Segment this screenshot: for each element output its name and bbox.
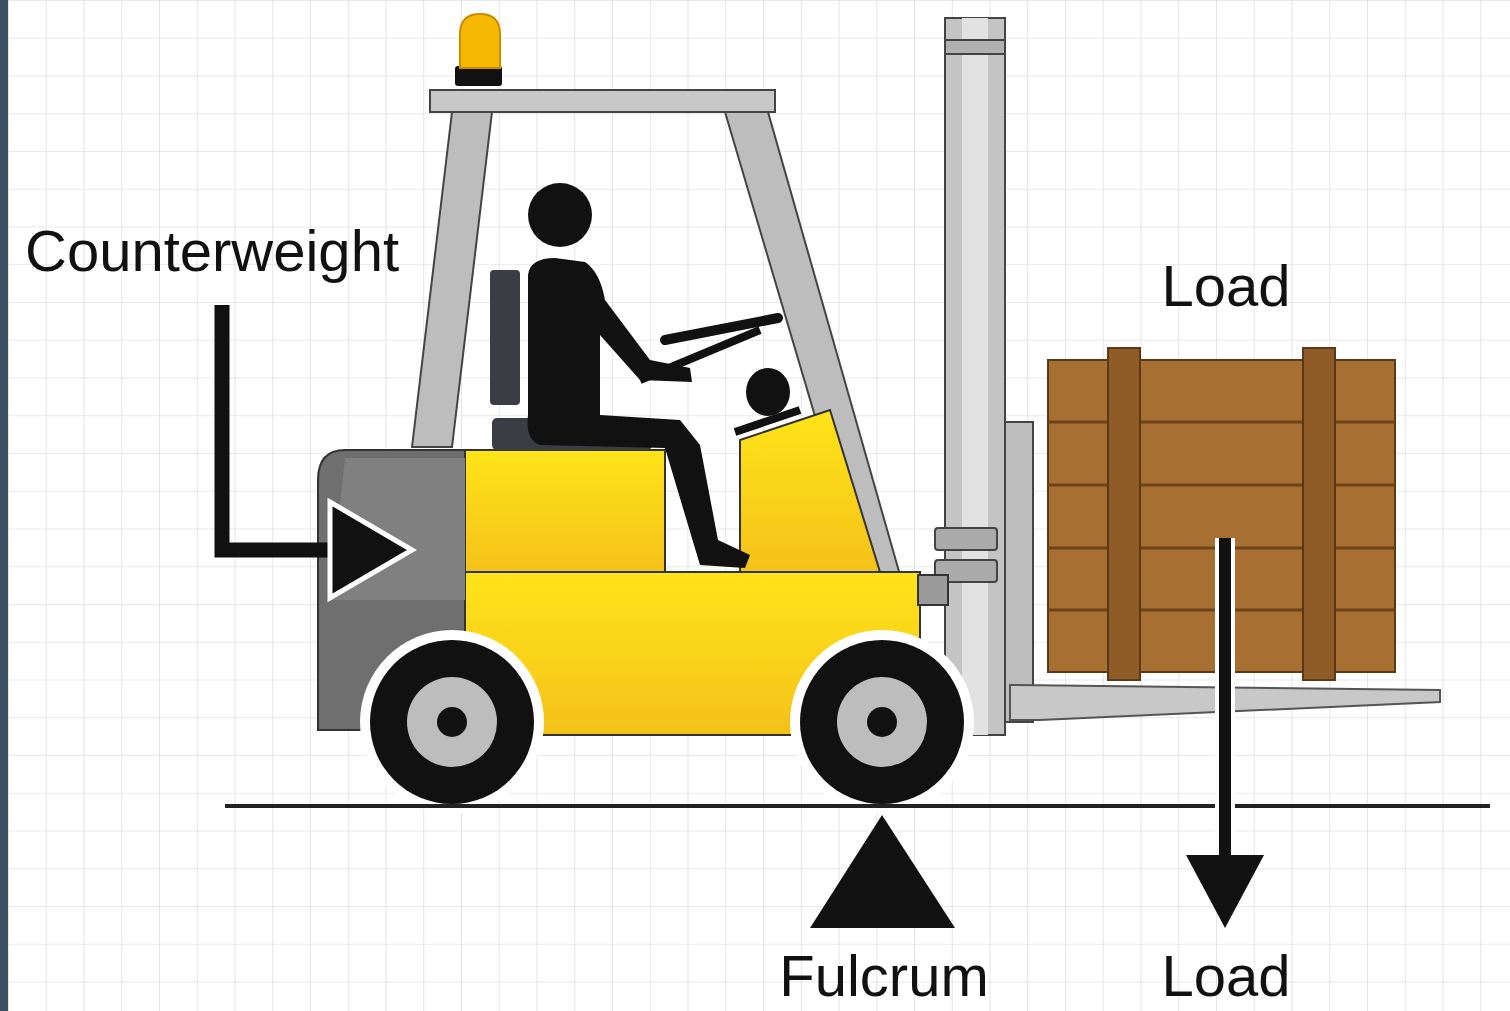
operator bbox=[528, 183, 592, 247]
overhead-guard bbox=[725, 112, 900, 575]
mast bbox=[935, 528, 997, 550]
fulcrum-triangle bbox=[810, 815, 955, 928]
wheels bbox=[837, 677, 927, 767]
wheels bbox=[407, 677, 497, 767]
forklift-body bbox=[330, 458, 465, 600]
counterweight-arrow bbox=[222, 305, 335, 550]
load-arrow bbox=[1215, 538, 1235, 870]
mast bbox=[1005, 422, 1033, 722]
overhead-guard bbox=[412, 90, 900, 575]
part-label: Load bbox=[1161, 257, 1290, 315]
mast bbox=[935, 18, 1033, 735]
grid-background bbox=[0, 0, 8, 1011]
wheels bbox=[790, 630, 974, 814]
ground-line bbox=[225, 806, 1490, 807]
operator bbox=[528, 258, 751, 568]
overhead-guard bbox=[412, 112, 492, 447]
wheels bbox=[437, 707, 467, 737]
load-crate bbox=[1108, 348, 1140, 680]
load-arrow bbox=[1219, 538, 1231, 870]
operator bbox=[490, 270, 520, 405]
beacon-light bbox=[455, 14, 502, 86]
wheels bbox=[867, 707, 897, 737]
fulcrum-triangle bbox=[810, 815, 955, 928]
ground-line bbox=[225, 804, 1490, 808]
load-crate bbox=[1303, 348, 1335, 680]
forklift-body bbox=[740, 410, 880, 572]
operator bbox=[665, 318, 778, 340]
part-label: Counterweight bbox=[25, 222, 399, 280]
part-label: Load bbox=[1161, 947, 1290, 1005]
overhead-guard bbox=[430, 90, 775, 112]
counterweight-arrow bbox=[222, 305, 412, 598]
wheels bbox=[360, 630, 544, 814]
mast bbox=[945, 18, 1005, 735]
forklift-body bbox=[918, 575, 948, 605]
mast bbox=[945, 40, 1005, 54]
counterweight-arrow bbox=[330, 502, 412, 598]
wheels bbox=[370, 640, 534, 804]
load-arrow bbox=[1186, 855, 1264, 928]
wheels bbox=[800, 640, 964, 804]
operator bbox=[735, 410, 800, 432]
operator bbox=[746, 368, 790, 416]
wheels bbox=[360, 630, 974, 814]
part-label: Fulcrum bbox=[779, 947, 988, 1005]
load-arrow bbox=[1186, 538, 1264, 928]
mast bbox=[962, 18, 988, 735]
forklift-body bbox=[465, 450, 665, 572]
operator bbox=[490, 183, 800, 568]
beacon-light bbox=[460, 14, 500, 68]
